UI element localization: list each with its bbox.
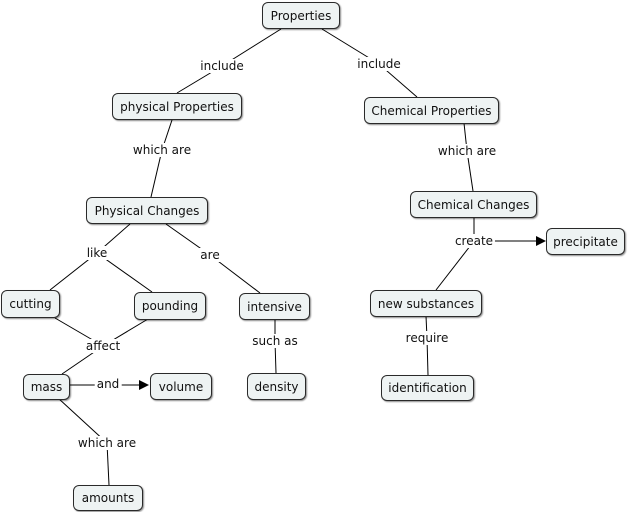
node-new-substances[interactable]: new substances — [370, 290, 482, 317]
line-which-are-amounts — [106, 442, 110, 486]
node-mass[interactable]: mass — [23, 374, 70, 400]
node-precipitate[interactable]: precipitate — [546, 228, 625, 255]
link-label-include-right: include — [355, 57, 403, 71]
node-cutting[interactable]: cutting — [1, 290, 60, 318]
link-label-which-are-mass: which are — [75, 436, 139, 450]
link-label-and: and — [94, 377, 122, 391]
link-label-are: are — [198, 248, 222, 262]
link-label-include-left: include — [198, 59, 246, 73]
link-label-create: create — [452, 234, 496, 248]
node-pounding[interactable]: pounding — [134, 292, 206, 320]
node-volume[interactable]: volume — [150, 373, 212, 400]
line-mass-which-are — [57, 397, 108, 444]
link-label-which-are-physical: which are — [130, 143, 194, 157]
node-chemical-properties[interactable]: Chemical Properties — [364, 97, 499, 124]
line-which-are-physchanges — [150, 149, 163, 198]
link-label-require: require — [403, 331, 451, 345]
node-physical-changes[interactable]: Physical Changes — [86, 197, 208, 224]
link-label-which-are-chemical: which are — [435, 144, 499, 158]
node-density[interactable]: density — [247, 373, 306, 400]
node-intensive[interactable]: intensive — [239, 293, 310, 320]
link-label-such-as: such as — [250, 334, 300, 348]
link-label-affect: affect — [83, 339, 123, 353]
node-properties[interactable]: Properties — [262, 2, 340, 29]
node-physical-properties[interactable]: physical Properties — [112, 93, 242, 120]
link-label-like: like — [84, 246, 110, 260]
node-amounts[interactable]: amounts — [73, 485, 143, 511]
node-chemical-changes[interactable]: Chemical Changes — [410, 191, 537, 218]
line-create-new-substances — [435, 240, 475, 291]
node-identification[interactable]: identification — [381, 375, 474, 401]
